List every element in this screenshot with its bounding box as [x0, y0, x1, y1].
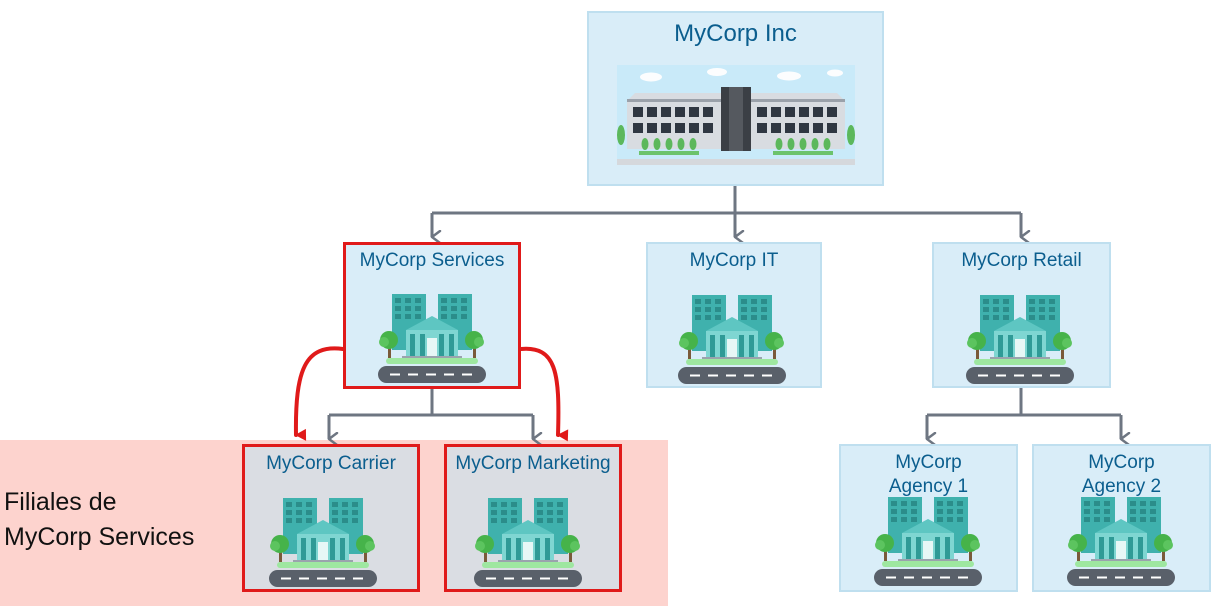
node-title: MyCorp Marketing	[455, 453, 611, 474]
node-mycorp-inc[interactable]: MyCorp Inc	[587, 11, 884, 186]
office-building-icon	[377, 293, 487, 384]
subsidiaries-region-label: Filiales de MyCorp Services	[4, 488, 195, 551]
office-building-icon	[873, 496, 983, 587]
office-building-icon	[268, 497, 378, 588]
node-title: MyCorp Services	[359, 250, 505, 271]
node-mycorp-carrier[interactable]: MyCorp Carrier	[242, 444, 420, 592]
office-building-icon	[1066, 496, 1176, 587]
node-title: MyCorp Agency 2	[1081, 452, 1162, 497]
highlight-arrow-to-carrier	[293, 346, 345, 441]
node-mycorp-agency-1[interactable]: MyCorp Agency 1	[839, 444, 1018, 592]
office-building-icon	[965, 294, 1075, 385]
node-mycorp-retail[interactable]: MyCorp Retail	[932, 242, 1111, 388]
node-title: MyCorp IT	[689, 250, 779, 271]
highlight-arrow-to-marketing	[519, 346, 569, 442]
node-mycorp-it[interactable]: MyCorp IT	[646, 242, 822, 388]
node-title: MyCorp Retail	[961, 250, 1082, 271]
office-building-icon	[677, 294, 787, 385]
node-title: MyCorp Agency 1	[888, 452, 969, 497]
node-mycorp-services[interactable]: MyCorp Services	[343, 242, 521, 389]
node-mycorp-agency-2[interactable]: MyCorp Agency 2	[1032, 444, 1211, 592]
office-building-icon	[473, 497, 583, 588]
headquarters-building-icon	[617, 65, 855, 165]
node-mycorp-marketing[interactable]: MyCorp Marketing	[444, 444, 622, 592]
node-title: MyCorp Inc	[674, 20, 797, 47]
node-title: MyCorp Carrier	[266, 453, 396, 474]
